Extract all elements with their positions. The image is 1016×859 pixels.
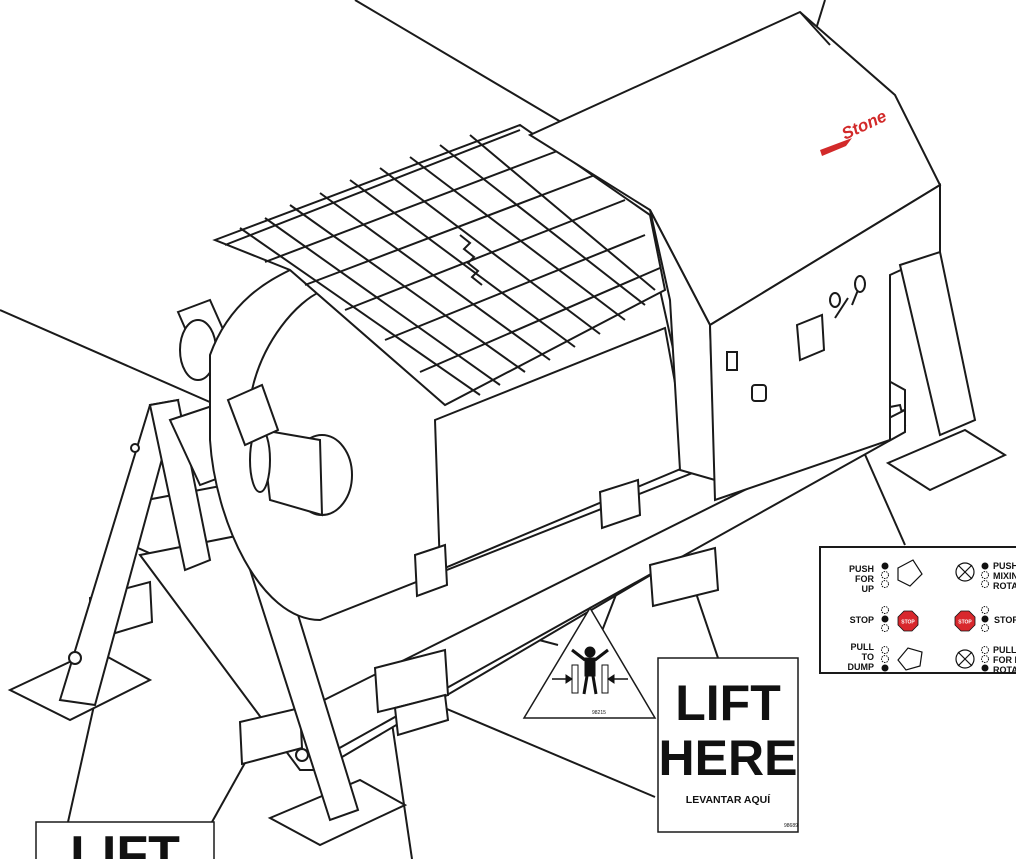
leader-line-pivot [0, 309, 229, 411]
stand-leg-right [898, 250, 977, 437]
label-stop-right: STOP [994, 615, 1016, 625]
indicator-hollow [981, 606, 989, 614]
mixing-blade-teeth [459, 234, 483, 286]
indicator-hollow [981, 571, 989, 579]
grate-crossbar [264, 149, 561, 263]
grate-bar [439, 144, 646, 306]
indicator-filled [881, 664, 889, 672]
enclosure-latch [726, 351, 738, 371]
label-stop-left: STOP [850, 615, 874, 625]
drum-up-icon [897, 559, 923, 587]
lift-here-frame [657, 657, 799, 833]
stand-bolt [130, 443, 140, 453]
drum-dump-icon [897, 647, 923, 671]
grate-crossbar [224, 129, 521, 246]
mixing-drum [209, 268, 702, 622]
lift-partial-frame [35, 821, 215, 859]
indicator-hollow [981, 624, 989, 632]
lift-here-line1: LIFT [675, 675, 781, 731]
enclosure-access-hole [751, 384, 767, 402]
stand-pin-front [295, 748, 309, 762]
engine-enclosure [527, 10, 977, 502]
foot-pad-right [885, 428, 1008, 492]
grate-bar [469, 134, 656, 291]
enclosure-side-panel [708, 183, 941, 502]
grate-crossbar [304, 174, 596, 286]
grate-frame [212, 123, 667, 407]
logo-swoosh [820, 138, 852, 156]
skid-right [648, 546, 720, 608]
rotate-reverse-icon-cross [957, 651, 973, 667]
indicator-hollow [881, 580, 889, 588]
control-lever-knob[interactable] [854, 275, 866, 293]
pinch-decal-code: 98215 [592, 710, 606, 716]
stop-sign-icon-right [954, 610, 976, 632]
stop-sign-icon [897, 610, 919, 632]
indicator-hollow [881, 624, 889, 632]
control-lever-knob[interactable] [829, 292, 841, 308]
stand-pin-left [68, 651, 82, 665]
grate-crossbar [419, 267, 661, 373]
indicator-hollow [981, 655, 989, 663]
lift-partial-text: LIFT [70, 826, 180, 859]
rotate-mix-icon-cross [957, 564, 973, 580]
enclosure-hinge [799, 11, 831, 46]
grate-bar [264, 217, 501, 386]
indicator-filled [981, 664, 989, 672]
grate-bar [379, 167, 601, 335]
left-stand [58, 298, 360, 822]
drum-support-left [413, 543, 449, 598]
grate-crossbar [344, 199, 626, 311]
indicator-hollow [881, 571, 889, 579]
lift-here-decal: LIFT HERE LEVANTAR AQUÍ 98689 [657, 657, 799, 833]
enclosure-front-edge [649, 209, 717, 482]
grate-bar [409, 156, 626, 321]
stop-badge-text-right: STOP [958, 620, 972, 626]
control-lever-mixing[interactable] [834, 297, 849, 319]
drum-end-curve [249, 291, 321, 401]
lift-here-line2: HERE [659, 730, 798, 786]
lift-here-subtitle: LEVANTAR AQUÍ [686, 793, 771, 806]
lift-here-code: 98689 [784, 823, 798, 829]
indicator-filled [981, 562, 989, 570]
indicator-filled [981, 615, 989, 623]
skid-center [373, 648, 450, 714]
control-lever-base[interactable] [795, 313, 826, 362]
indicator-hollow [881, 646, 889, 654]
drum-support-right [598, 478, 642, 530]
skid-center-front [393, 693, 450, 737]
grate-crossbar [384, 234, 646, 341]
gearbox [226, 383, 280, 447]
rotate-mix-icon [955, 562, 975, 582]
indicator-hollow [981, 580, 989, 588]
rotate-reverse-icon [955, 649, 975, 669]
indicator-hollow [881, 655, 889, 663]
stop-badge-text: STOP [901, 620, 915, 626]
indicator-hollow [881, 606, 889, 614]
safety-grate [212, 123, 667, 407]
indicator-filled [881, 615, 889, 623]
lift-decal-partial: LIFT [35, 821, 215, 859]
crush-hazard-icon [552, 646, 628, 695]
pinch-point-decal: 98215 [522, 606, 657, 719]
indicator-hollow [981, 646, 989, 654]
indicator-filled [881, 562, 889, 570]
stand-leg-rear-inner [148, 398, 212, 572]
